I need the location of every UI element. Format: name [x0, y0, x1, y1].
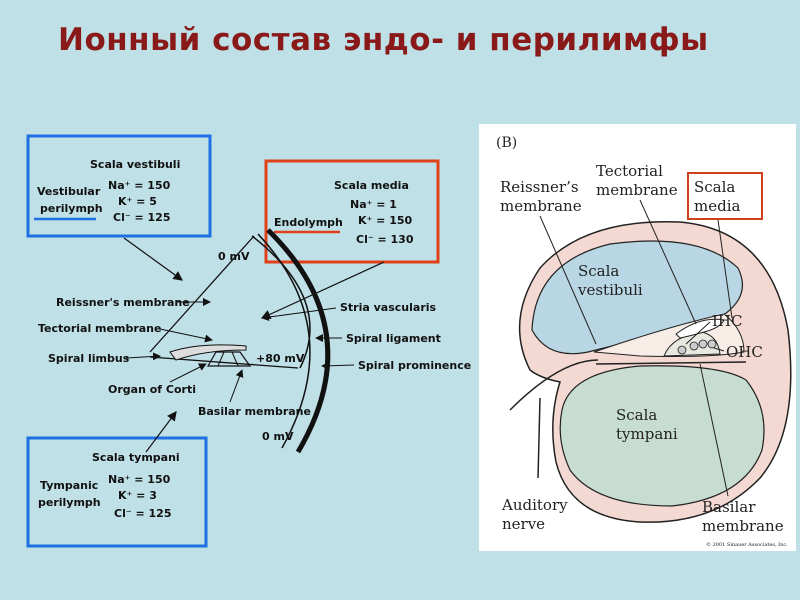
vestibuli-na: Na⁺ = 150	[108, 179, 171, 192]
organ-of-corti-label: Organ of Corti	[108, 383, 196, 396]
stria-arrow	[261, 307, 337, 322]
media-pointer	[717, 219, 733, 319]
zero-mv-top: 0 mV	[218, 250, 250, 263]
zero-mv-bottom: 0 mV	[262, 430, 294, 443]
auditory-nerve-shape	[537, 397, 541, 479]
basilar-text-2: membrane	[702, 517, 784, 535]
media-cl: Cl⁻ = 130	[356, 233, 414, 246]
stria-label: Stria vascularis	[340, 301, 437, 314]
scala-media-box	[264, 159, 440, 264]
reissner-pointer	[539, 215, 597, 345]
vestibuli-text-1: Scala	[578, 262, 619, 280]
scala-media-title: Scala media	[334, 179, 409, 192]
reissner-text-2: membrane	[500, 197, 582, 215]
basilar-label: Basilar membrane	[198, 405, 311, 418]
media-k: K⁺ = 150	[358, 214, 413, 227]
auditory-text-2: nerve	[502, 515, 545, 533]
scala-tympani-box	[26, 436, 208, 548]
media-connector	[260, 261, 385, 319]
tectorial-arrow	[159, 328, 213, 343]
tympanic-fluid-line1: Tympanic	[40, 479, 98, 492]
vestibular-fluid-line2: perilymph	[40, 202, 103, 215]
vestibular-fluid-line1: Vestibular	[37, 185, 101, 198]
page-title: Ионный состав эндо- и перилимфы	[58, 22, 709, 58]
spiral-limbus-arrow	[125, 352, 161, 361]
basilar-arrow	[229, 369, 244, 403]
auditory-text-1: Auditory	[501, 496, 568, 514]
tectorial-text-1: Tectorial	[596, 162, 663, 180]
scala-vestibuli-box	[26, 134, 212, 238]
basilar-pointer	[699, 363, 729, 497]
scala-tympani-title: Scala tympani	[92, 451, 180, 464]
corti-pillar-2	[231, 351, 239, 367]
media-text-1: Scala	[694, 178, 735, 196]
tympani-connector	[145, 411, 177, 453]
tectorial-region	[675, 318, 725, 339]
spiral-ligament-label: Spiral ligament	[346, 332, 441, 345]
scala-vestibuli-region	[531, 240, 743, 355]
vestibuli-cl: Cl⁻ = 125	[113, 211, 171, 224]
ohc-label: OHC	[726, 343, 763, 361]
tectorial-text-2: membrane	[596, 181, 678, 199]
ohc-cell-3	[707, 339, 717, 349]
vestibuli-connector	[123, 237, 183, 281]
media-text-2: media	[694, 197, 741, 215]
left-schematic: Scala vestibuli Vestibular perilymph Na⁺…	[26, 134, 471, 548]
tympanic-fluid-line2: perilymph	[38, 496, 101, 509]
media-na: Na⁺ = 1	[350, 198, 397, 211]
panel-label: (B)	[496, 135, 517, 151]
ihc-cell	[677, 345, 687, 355]
tectorial-label: Tectorial membrane	[38, 322, 161, 335]
ihc-label: IHC	[712, 312, 742, 330]
organ-of-corti-shape	[206, 351, 252, 367]
tympani-na: Na⁺ = 150	[108, 473, 171, 486]
ohc-pointer	[713, 347, 725, 352]
reissner-line	[149, 235, 255, 353]
corti-pillar-1	[217, 351, 225, 367]
tympani-text-1: Scala	[616, 406, 657, 424]
organ-of-corti-arrow	[169, 363, 207, 383]
reissner-text-1: Reissner’s	[500, 178, 579, 196]
plus80-label: +80 mV	[256, 352, 305, 365]
stria-arc	[251, 235, 311, 369]
basilar-membrane-line	[595, 361, 747, 365]
scala-vestibuli-title: Scala vestibuli	[90, 158, 180, 171]
vestibuli-k: K⁺ = 5	[118, 195, 157, 208]
tympani-k: K⁺ = 3	[118, 489, 157, 502]
vestibuli-text-2: vestibuli	[577, 281, 643, 299]
tympani-text-2: tympani	[616, 425, 678, 443]
spiral-limbus-label: Spiral limbus	[48, 352, 130, 365]
right-figure: (B) Reissner’s membrane Tectorial membra…	[479, 124, 796, 551]
ohc-cell-1	[689, 341, 699, 351]
spiral-lamina	[509, 359, 599, 411]
endolymph-label: Endolymph	[274, 216, 343, 229]
ohc-cell-2	[698, 339, 708, 349]
copyright-text: © 2001 Sinauer Associates, Inc.	[706, 541, 788, 548]
spiral-prominence-label: Spiral prominence	[358, 359, 471, 372]
reissner-label: Reissner's membrane	[56, 296, 190, 309]
spiral-prominence-arrow	[321, 361, 355, 370]
scala-tympani-region	[559, 365, 765, 507]
tectorial-pointer	[639, 199, 697, 325]
basilar-text-1: Basilar	[702, 498, 756, 516]
tectorial-shape	[169, 344, 247, 361]
duct-wall-outer	[266, 228, 331, 454]
scala-media-box-right	[687, 172, 763, 220]
ihc-pointer	[685, 321, 711, 345]
tympani-cl: Cl⁻ = 125	[114, 507, 172, 520]
